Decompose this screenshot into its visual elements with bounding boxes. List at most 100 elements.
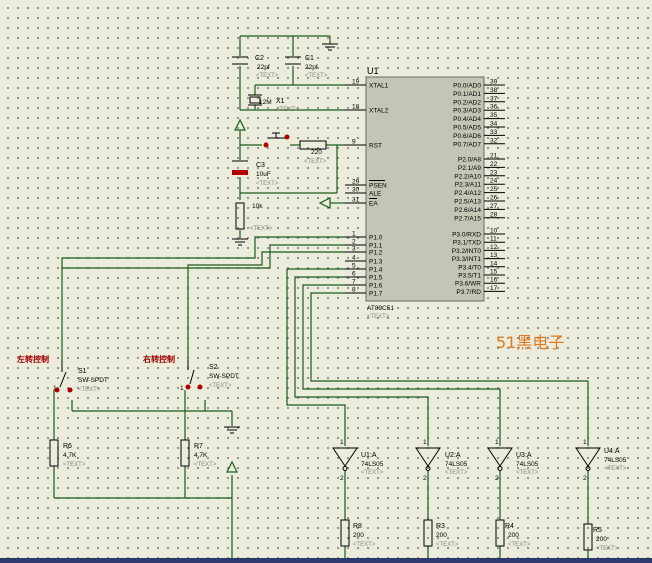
- pin-label: P3.4/T0: [458, 264, 481, 271]
- mcu-pin-p1-3[interactable]: 4P1.3: [345, 255, 383, 266]
- pin-label: P1.5: [369, 275, 383, 282]
- inverter-u1a[interactable]: 1 2 U1:A 74LS05 <TEXT>: [332, 439, 384, 482]
- x1-text: <TEXT>: [276, 107, 299, 113]
- pin-label: P3.0/RXD: [452, 232, 481, 239]
- resistor-reset-220[interactable]: 220 <TEXT>: [299, 140, 327, 165]
- s2-text: <TEXT>: [209, 383, 232, 389]
- u3a-type: 74LS05: [516, 461, 539, 468]
- pulldown-value: 10k: [252, 203, 263, 210]
- r3-value: 200: [436, 532, 447, 539]
- pin-number: 35: [490, 112, 498, 119]
- mcu-pin-p1-5[interactable]: 6P1.5: [345, 271, 383, 282]
- resistor-r4[interactable]: R4 200 <TEXT>: [495, 519, 531, 548]
- u4a-text: <TEXT>: [604, 466, 627, 472]
- u1a-type: 74LS05: [361, 461, 384, 468]
- resistor-pulldown-10k[interactable]: 10k <TEXT>: [235, 202, 273, 232]
- mcu-pin-p1-7[interactable]: 8P1.7: [345, 287, 383, 298]
- c3-text: <TEXT>: [256, 181, 279, 187]
- mcu-u1[interactable]: U1 AT89C51 <TEXT> 19XTAL118XTAL29RST29PS…: [345, 66, 505, 320]
- r7-ref: R7: [194, 443, 203, 450]
- u1-text: <TEXT>: [367, 314, 390, 320]
- inverter-u3a[interactable]: 1 2 U3:A 74LS05 <TEXT>: [487, 439, 539, 482]
- pin-number: 8: [352, 287, 356, 294]
- mcu-pin-p1-0[interactable]: 1P1.0: [345, 231, 383, 242]
- r3-text: <TEXT>: [436, 542, 459, 548]
- power-arrow-reset: [234, 118, 246, 131]
- capacitor-c1[interactable]: C1 22pf <TEXT>: [285, 55, 328, 79]
- r6-value: 4.7K: [63, 452, 77, 459]
- pin-label: ALE: [369, 191, 382, 198]
- inverter-u2a[interactable]: 1 2 U2:A 74LS05 <TEXT>: [415, 439, 468, 482]
- pin-number: 4: [352, 255, 356, 262]
- u1-type: AT89C51: [367, 305, 394, 312]
- c3-ref: C3: [256, 162, 265, 169]
- pin-label: XTAL2: [369, 108, 389, 115]
- inverter-u4a[interactable]: 1 2 U4:A 74LS05 <TEXT>: [575, 439, 627, 482]
- pin-label: P3.7/RD: [456, 289, 481, 296]
- pin-number: 17: [490, 285, 498, 292]
- r4-value: 200: [508, 532, 519, 539]
- mcu-pin-p1-6[interactable]: 7P1.6: [345, 279, 383, 290]
- pin-number: 16: [490, 277, 498, 284]
- mcu-pin-p1-2[interactable]: 3P1.2: [345, 246, 383, 257]
- resistor-r5[interactable]: R5 200 <TEXT>: [583, 523, 619, 552]
- pin-number: 39: [490, 79, 498, 86]
- resistor-r3[interactable]: R3 200 <TEXT>: [423, 519, 459, 548]
- pin-number: 12: [490, 244, 498, 251]
- resistor-r7[interactable]: R7 4.7K <TEXT>: [180, 439, 217, 468]
- inverter-wires: [286, 268, 589, 563]
- switch-s2[interactable]: 右转控制 S2 SW-SPDT <TEXT> 1: [142, 354, 239, 392]
- resistor-r6[interactable]: R6 4.7K <TEXT>: [49, 439, 86, 468]
- pin-number: 26: [490, 195, 498, 202]
- capacitor-c2[interactable]: C2 22pf <TEXT>: [232, 55, 279, 79]
- capacitor-c3[interactable]: C3 10uF <TEXT>: [232, 160, 279, 187]
- ground-symbol-switch: [224, 426, 240, 434]
- resistor-r8[interactable]: R8 200 <TEXT>: [340, 519, 376, 548]
- mcu-pin-p1-1[interactable]: 2P1.1: [345, 239, 383, 250]
- r8-text: <TEXT>: [353, 542, 376, 548]
- pin-label: P0.2/AD2: [453, 99, 481, 106]
- pin-number: 36: [490, 104, 498, 111]
- u4a-type: 74LS05: [604, 457, 627, 464]
- pin-label: P3.1/TXD: [453, 240, 481, 247]
- mcu-pin-p1-4[interactable]: 5P1.4: [345, 263, 383, 274]
- ground-symbol-reset: [232, 238, 248, 246]
- crystal-x1[interactable]: X1 12M <TEXT>: [248, 94, 299, 113]
- reset-pushbutton[interactable]: [263, 132, 290, 148]
- reset-res-value: 220: [311, 149, 322, 156]
- u3a-pin-in: 1: [495, 439, 499, 446]
- pin-number: 15: [490, 269, 498, 276]
- switch-s1[interactable]: 左转控制 S1 SW-SPDT <TEXT> 1: [16, 354, 108, 393]
